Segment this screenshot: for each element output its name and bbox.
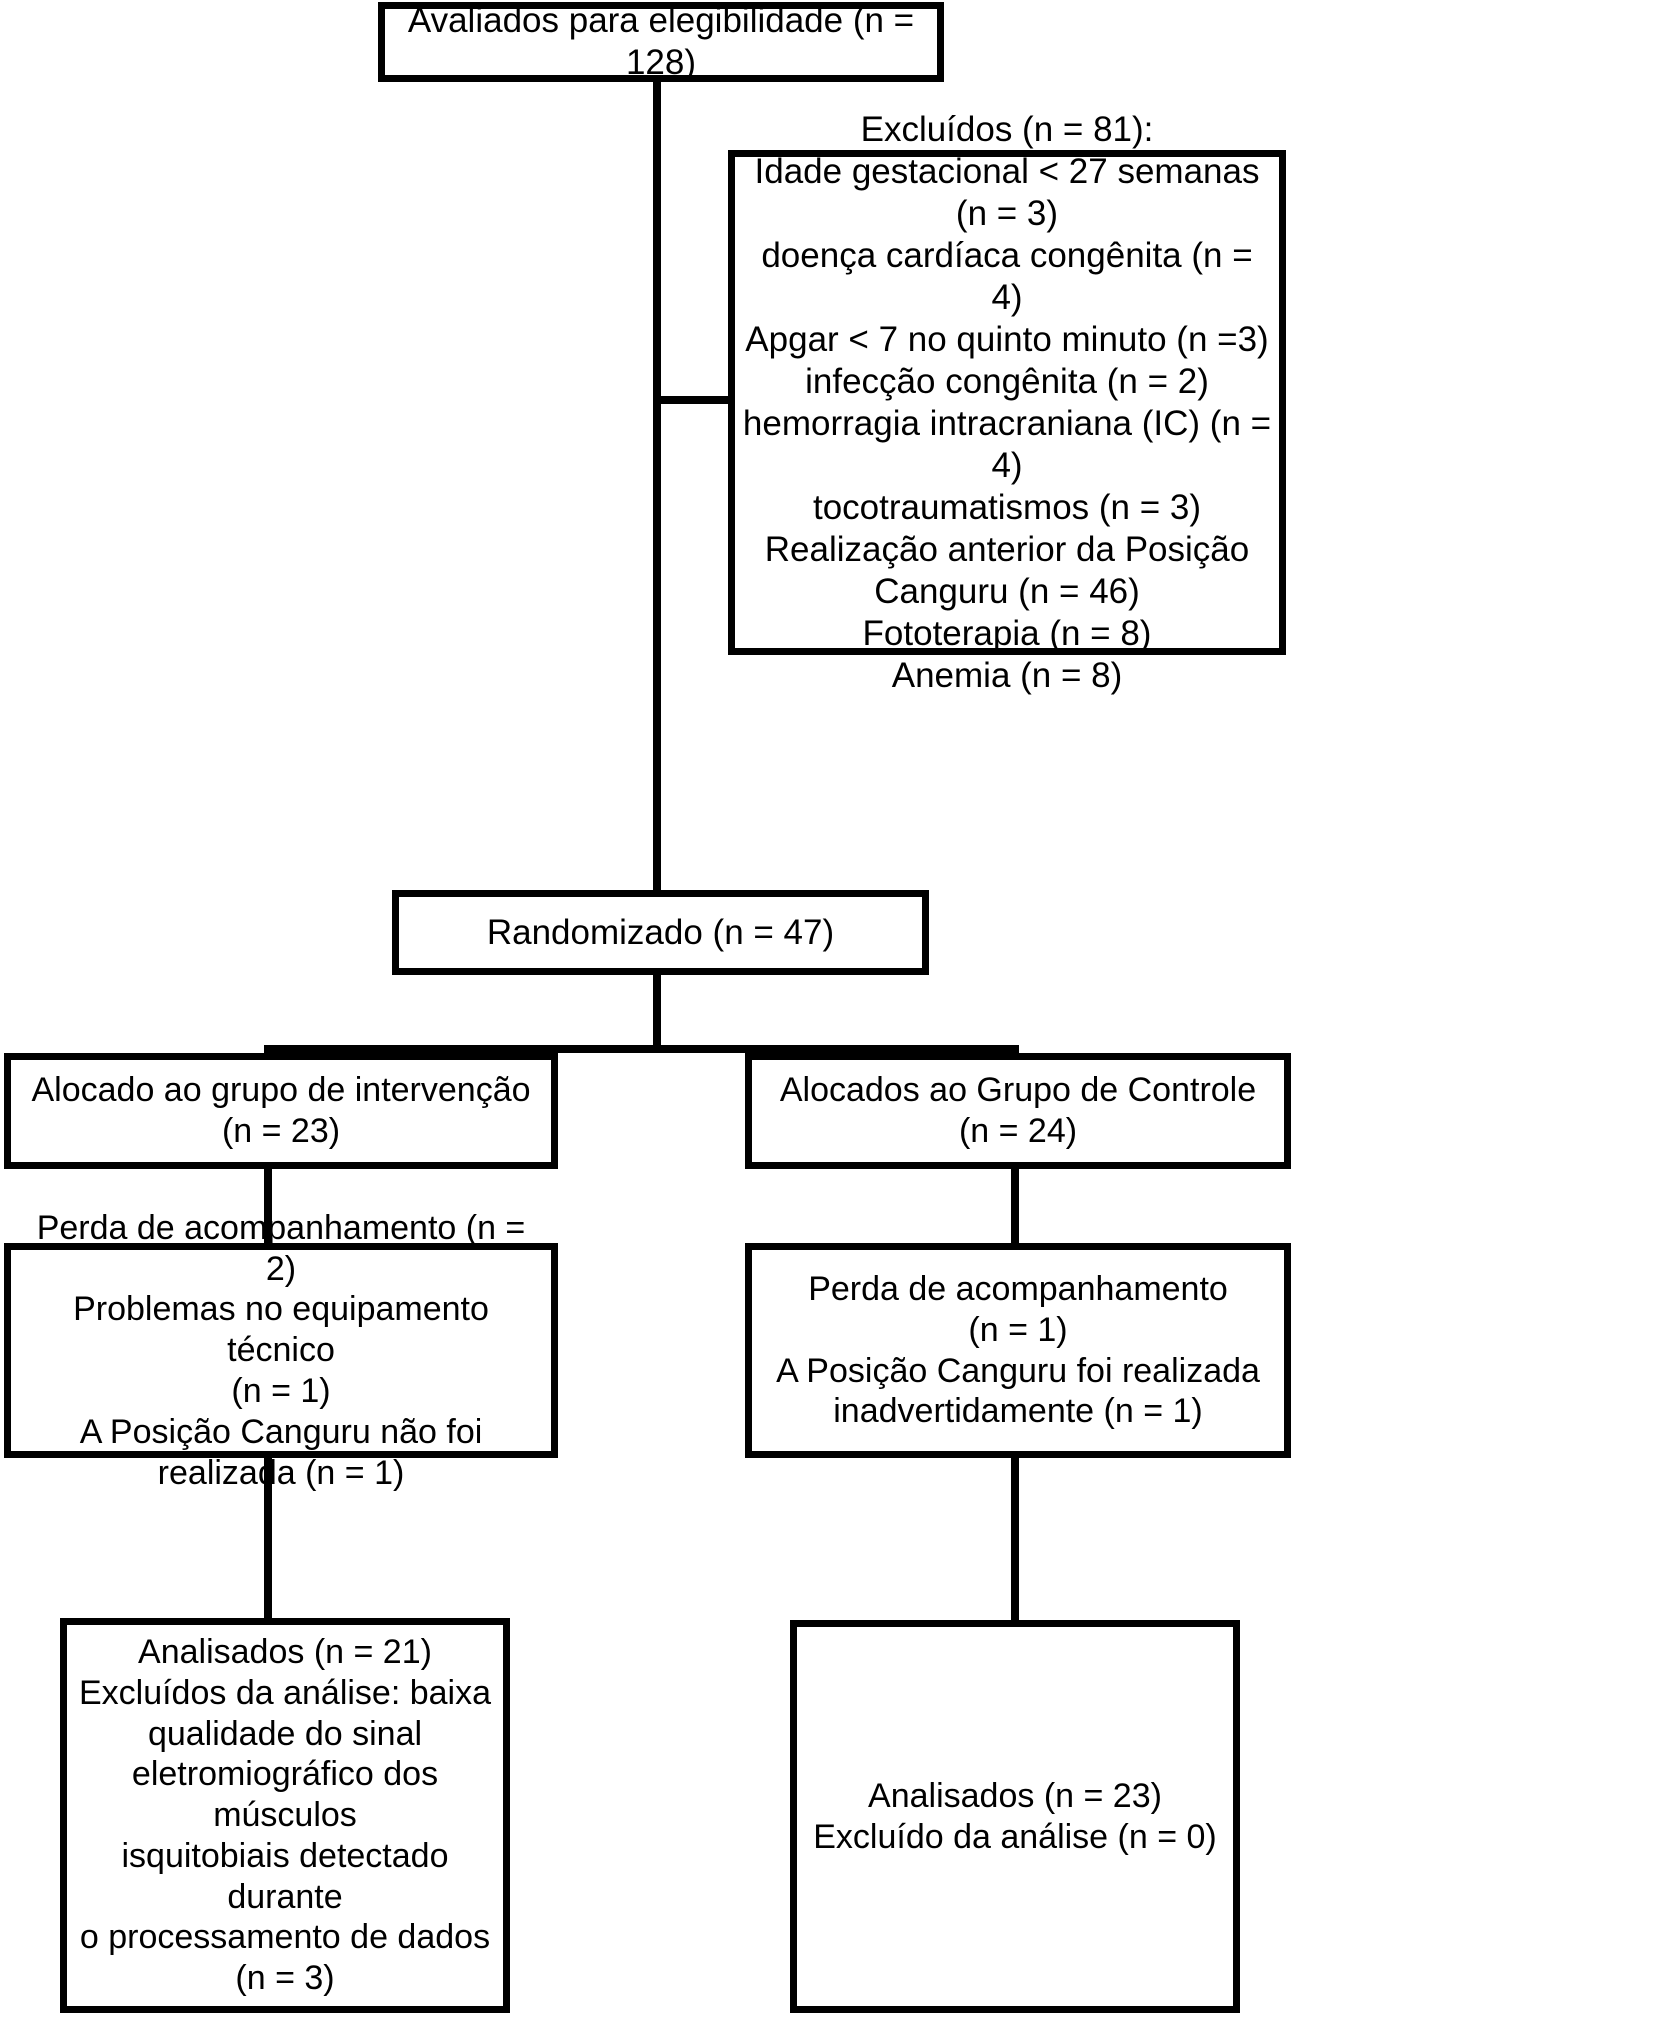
node-allocated-control: Alocados ao Grupo de Controle (n = 24) [745,1053,1291,1169]
node-screened-for-eligibility: Avaliados para elegibilidade (n = 128) [378,1,944,82]
node-lost-followup-control-label: Perda de acompanhamento (n = 1) A Posiçã… [776,1269,1260,1431]
node-analysed-intervention-label: Analisados (n = 21) Excluídos da análise… [78,1632,492,1998]
node-excluded-label: Excluídos (n = 81): Idade gestacional < … [742,109,1272,695]
connector-allocation-split-bar [264,1045,1019,1053]
connector-alloc-right-to-lost-right [1011,1165,1019,1247]
node-randomized-label: Randomizado (n = 47) [486,912,835,952]
node-lost-followup-intervention: Perda de acompanhamento (n = 2) Problema… [4,1209,558,1492]
node-allocated-control-label: Alocados ao Grupo de Controle (n = 24) [779,1071,1257,1150]
connector-lost-left-to-analysed-left [264,1454,272,1622]
node-allocated-intervention-label: Alocado ao grupo de intervenção (n = 23) [31,1071,531,1150]
node-analysed-control: Analisados (n = 23) Excluído da análise … [790,1620,1240,2013]
node-lost-followup-control: Perda de acompanhamento (n = 1) A Posiçã… [745,1243,1291,1458]
connector-to-excluded [653,396,733,404]
node-lost-followup-intervention-label: Perda de acompanhamento (n = 2) Problema… [36,1208,526,1492]
node-allocated-intervention: Alocado ao grupo de intervenção (n = 23) [4,1053,558,1169]
node-randomized: Randomizado (n = 47) [392,890,929,975]
connector-randomized-down [653,973,661,1053]
connector-screened-to-randomized [653,80,661,892]
connector-split-left-stub [264,1045,272,1055]
connector-split-right-stub [1011,1045,1019,1055]
node-screened-label: Avaliados para elegibilidade (n = 128) [407,1,915,82]
connector-lost-right-to-analysed-right [1011,1454,1019,1624]
node-excluded: Excluídos (n = 81): Idade gestacional < … [728,110,1286,695]
connector-alloc-left-to-lost-left [264,1165,272,1247]
node-analysed-control-label: Analisados (n = 23) Excluído da análise … [813,1776,1217,1856]
node-analysed-intervention: Analisados (n = 21) Excluídos da análise… [60,1618,510,2013]
